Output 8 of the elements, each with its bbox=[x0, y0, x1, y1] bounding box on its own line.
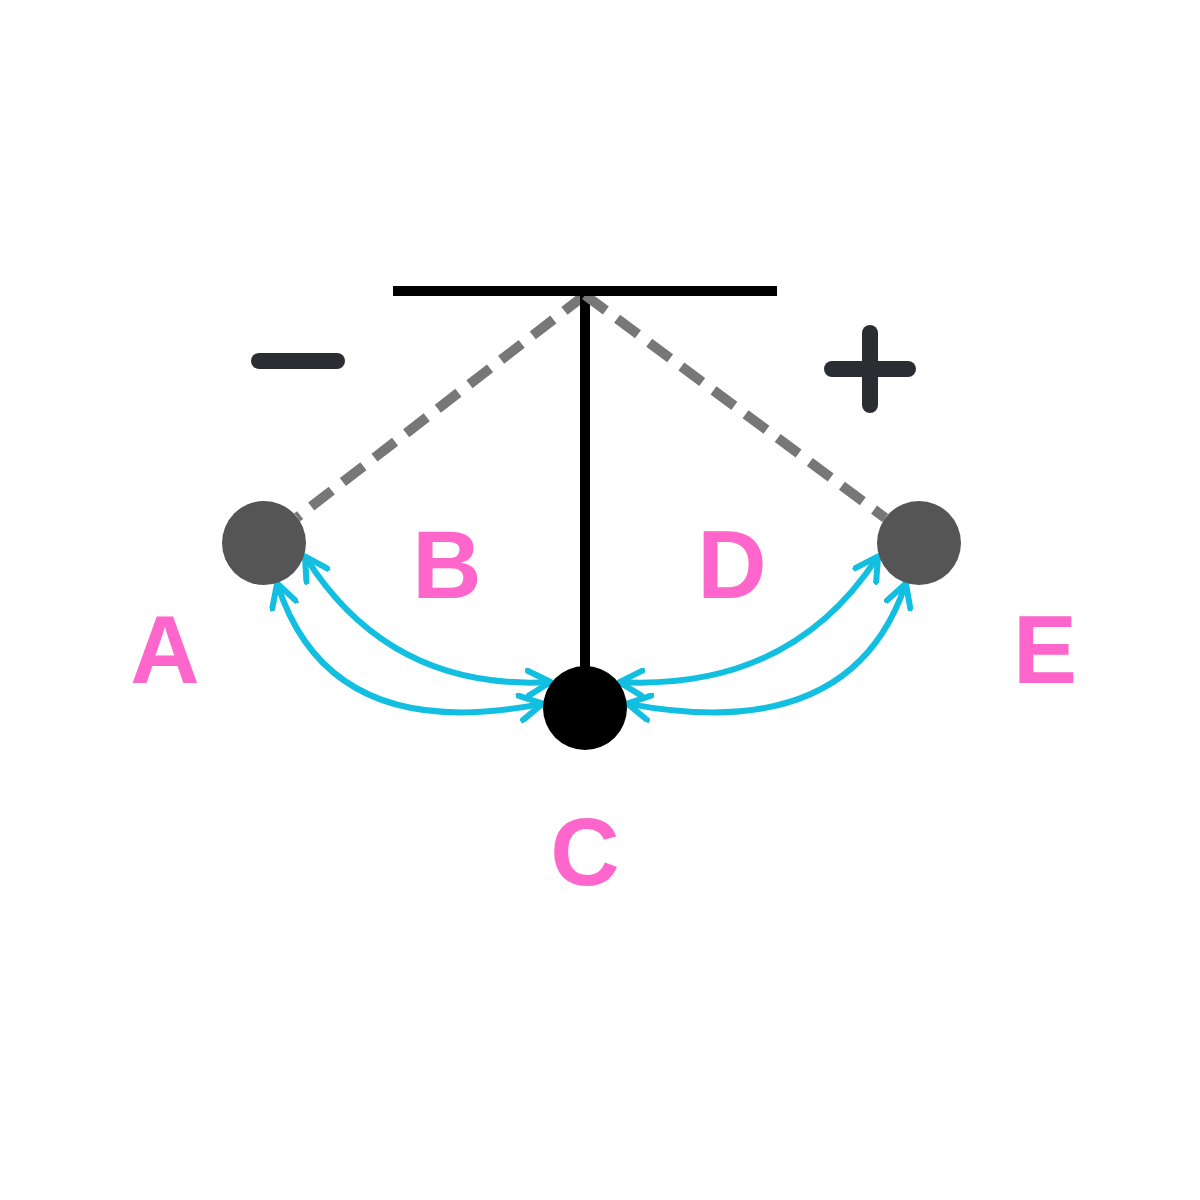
position-letter: B bbox=[411, 517, 483, 613]
position-letter: E bbox=[1012, 602, 1078, 698]
double-arrow bbox=[301, 553, 554, 698]
double-arrow bbox=[616, 553, 882, 698]
hanger-bar bbox=[393, 286, 777, 296]
position-letter: C bbox=[549, 804, 621, 900]
position-letter: D bbox=[696, 517, 768, 613]
position-letter: A bbox=[129, 602, 201, 698]
